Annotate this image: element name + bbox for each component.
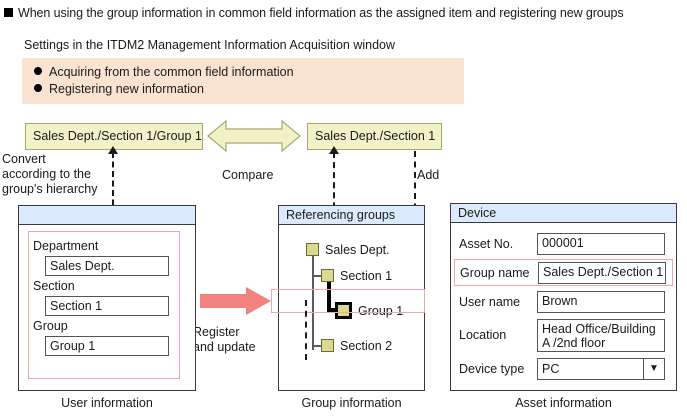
field-value-location[interactable]: Head Office/Building A /2nd floor — [537, 318, 665, 352]
field-value-asset-no[interactable]: 000001 — [537, 232, 665, 255]
field-value-group[interactable]: Group 1 — [45, 336, 169, 356]
register-and-update-annotation: Register and update — [193, 325, 256, 355]
field-label-user-name: User name — [459, 294, 521, 309]
field-row-asset-no: Asset No. 000001 — [451, 231, 676, 256]
register-annotation-line: Register — [193, 325, 240, 339]
settings-caption: Settings in the ITDM2 Management Informa… — [24, 38, 396, 52]
double-headed-arrow-icon — [206, 119, 302, 158]
tree-selected-branch-line — [327, 308, 341, 312]
convert-annotation: Convert according to the group's hierarc… — [2, 152, 98, 197]
tree-row-highlight-top — [271, 289, 425, 290]
settings-item-label: Registering new information — [49, 82, 204, 96]
user-panel-header — [19, 206, 195, 225]
tree-row-highlight-left — [271, 289, 272, 313]
field-value-department[interactable]: Sales Dept. — [45, 256, 169, 276]
tree-node-label-sales-dept[interactable]: Sales Dept. — [325, 243, 390, 257]
field-label-location: Location — [459, 328, 507, 342]
device-type-selected-value: PC — [542, 361, 560, 376]
field-value-group-name[interactable]: Sales Dept./Section 1 — [538, 261, 666, 284]
asset-panel-header: Device — [451, 204, 676, 223]
chevron-down-icon[interactable]: ▼ — [643, 358, 664, 379]
field-row-location: Location Head Office/Building A /2nd flo… — [451, 317, 676, 353]
register-and-update-arrow-icon — [200, 286, 272, 321]
field-label-section: Section — [33, 279, 75, 293]
tree-node-label-section-2[interactable]: Section 2 — [340, 339, 393, 353]
tree-row-highlight-bottom — [271, 312, 425, 313]
compare-annotation: Compare — [222, 168, 274, 182]
asset-information-panel: Device Asset No. 000001 Group name Sales… — [450, 203, 677, 391]
user-information-form: Department Sales Dept. Section Section 1… — [28, 231, 180, 379]
tree-branch-line — [312, 345, 321, 347]
dashed-connector-add — [414, 151, 416, 241]
user-panel-caption: User information — [61, 396, 153, 410]
tree-row-highlight-right — [424, 289, 425, 313]
tree-node-icon-sales-dept[interactable] — [306, 243, 319, 256]
dashed-connector-user — [112, 152, 114, 234]
field-value-user-name[interactable]: Brown — [537, 290, 665, 313]
tree-node-icon-section-1[interactable] — [321, 269, 334, 282]
arrowhead-up-group-icon — [329, 146, 339, 154]
field-row-device-type: Device type PC ▼ — [451, 356, 676, 381]
tree-selected-branch-line — [327, 282, 331, 312]
tree-branch-line — [312, 275, 321, 277]
settings-list: Acquiring from the common field informat… — [22, 58, 464, 98]
group-panel-header: Referencing groups — [279, 206, 424, 225]
arrowhead-up-user-icon — [108, 146, 118, 154]
settings-item-label: Acquiring from the common field informat… — [49, 65, 294, 79]
dashed-connector-group-lower — [305, 300, 307, 360]
convert-annotation-line: group's hierarchy — [2, 182, 98, 196]
settings-box: Acquiring from the common field informat… — [22, 58, 464, 104]
field-value-section[interactable]: Section 1 — [45, 296, 169, 316]
filled-circle-bullet-icon — [34, 84, 42, 92]
tree-trunk-line — [312, 250, 314, 350]
page-heading: When using the group information in comm… — [4, 6, 624, 20]
group-panel-caption: Group information — [301, 396, 402, 410]
settings-list-item: Registering new information — [34, 81, 464, 98]
tree-node-label-group-1[interactable]: Group 1 — [358, 304, 404, 318]
group-path-chip-source: Sales Dept./Section 1/Group 1 — [25, 123, 203, 150]
asset-panel-caption: Asset information — [515, 396, 612, 410]
register-annotation-line: and update — [193, 340, 256, 354]
field-label-group: Group — [33, 319, 68, 333]
convert-annotation-line: according to the — [2, 167, 91, 181]
field-label-group-name: Group name — [460, 265, 530, 280]
filled-circle-bullet-icon — [34, 67, 42, 75]
referencing-groups-tree: Sales Dept. Section 1 Group 1 Section 2 — [279, 226, 424, 390]
field-row-group-name: Group name Sales Dept./Section 1 — [454, 259, 673, 286]
device-form: Asset No. 000001 Group name Sales Dept./… — [451, 224, 676, 384]
group-path-chip-target: Sales Dept./Section 1 — [307, 123, 442, 150]
device-type-select[interactable]: PC ▼ — [537, 357, 665, 380]
field-row-user-name: User name Brown — [451, 289, 676, 314]
field-label-device-type: Device type — [459, 361, 525, 376]
group-information-panel: Referencing groups Sales Dept. Section 1… — [278, 205, 425, 391]
tree-node-icon-group-1[interactable] — [335, 302, 352, 319]
convert-annotation-line: Convert — [2, 152, 46, 166]
page-heading-text: When using the group information in comm… — [18, 6, 624, 20]
field-label-department: Department — [33, 239, 99, 253]
add-annotation: Add — [417, 168, 440, 182]
tree-node-label-section-1[interactable]: Section 1 — [340, 269, 393, 283]
user-information-panel: Department Sales Dept. Section Section 1… — [18, 205, 196, 391]
field-label-asset-no: Asset No. — [459, 236, 514, 251]
tree-node-icon-section-2[interactable] — [321, 339, 334, 352]
black-square-bullet-icon — [4, 8, 13, 17]
settings-list-item: Acquiring from the common field informat… — [34, 64, 464, 81]
